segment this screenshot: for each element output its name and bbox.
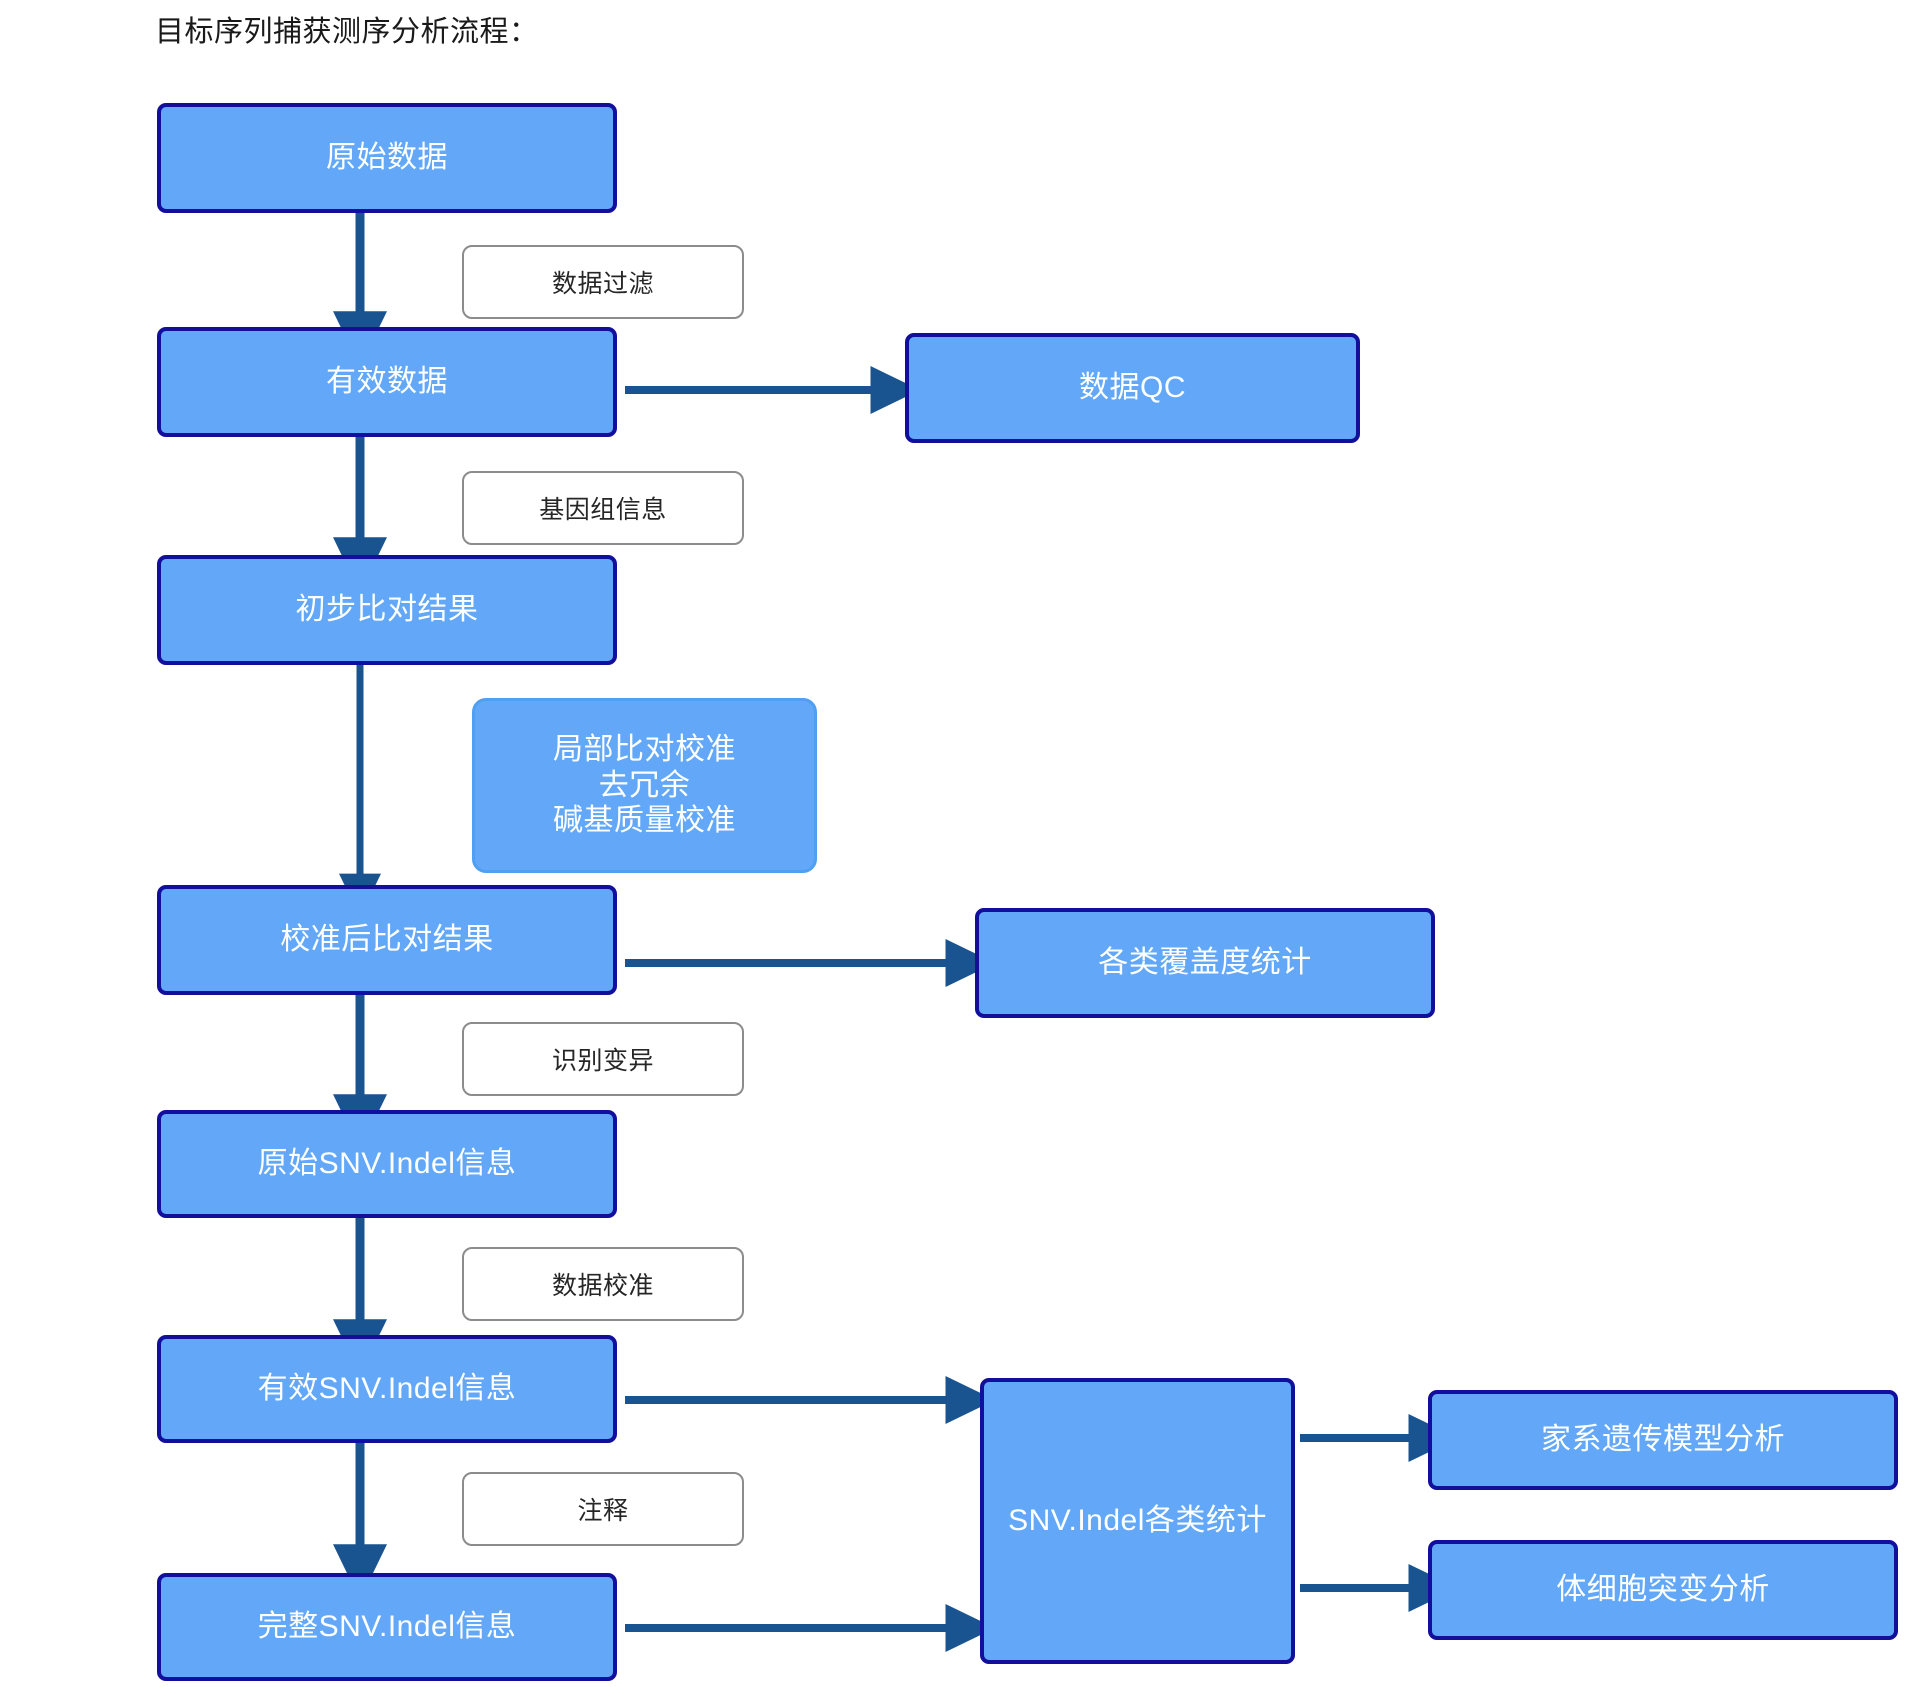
node-raw-data[interactable]: 原始数据 xyxy=(157,103,617,213)
edge-label-variant-calling: 识别变异 xyxy=(462,1022,744,1096)
edge-label-data-calibration: 数据校准 xyxy=(462,1247,744,1321)
node-raw-snv-indel[interactable]: 原始SNV.Indel信息 xyxy=(157,1110,617,1218)
node-snv-indel-stats[interactable]: SNV.Indel各类统计 xyxy=(980,1378,1295,1664)
edge-label-annotation: 注释 xyxy=(462,1472,744,1546)
node-pedigree-analysis[interactable]: 家系遗传模型分析 xyxy=(1428,1390,1898,1490)
node-valid-snv-indel[interactable]: 有效SNV.Indel信息 xyxy=(157,1335,617,1443)
node-somatic-analysis[interactable]: 体细胞突变分析 xyxy=(1428,1540,1898,1640)
page-title: 目标序列捕获测序分析流程： xyxy=(155,16,539,48)
node-coverage-stats[interactable]: 各类覆盖度统计 xyxy=(975,908,1435,1018)
node-realignment-note: 局部比对校准 去冗余 碱基质量校准 xyxy=(472,698,817,873)
edge-label-data-filter: 数据过滤 xyxy=(462,245,744,319)
realign-note-line-2: 去冗余 xyxy=(598,768,691,802)
edge-label-genome-info: 基因组信息 xyxy=(462,471,744,545)
realign-note-line-3: 碱基质量校准 xyxy=(553,804,736,838)
realign-note-line-1: 局部比对校准 xyxy=(553,733,736,767)
node-initial-alignment[interactable]: 初步比对结果 xyxy=(157,555,617,665)
node-full-snv-indel[interactable]: 完整SNV.Indel信息 xyxy=(157,1573,617,1681)
node-data-qc[interactable]: 数据QC xyxy=(905,333,1360,443)
node-calibrated-alignment[interactable]: 校准后比对结果 xyxy=(157,885,617,995)
node-valid-data[interactable]: 有效数据 xyxy=(157,327,617,437)
